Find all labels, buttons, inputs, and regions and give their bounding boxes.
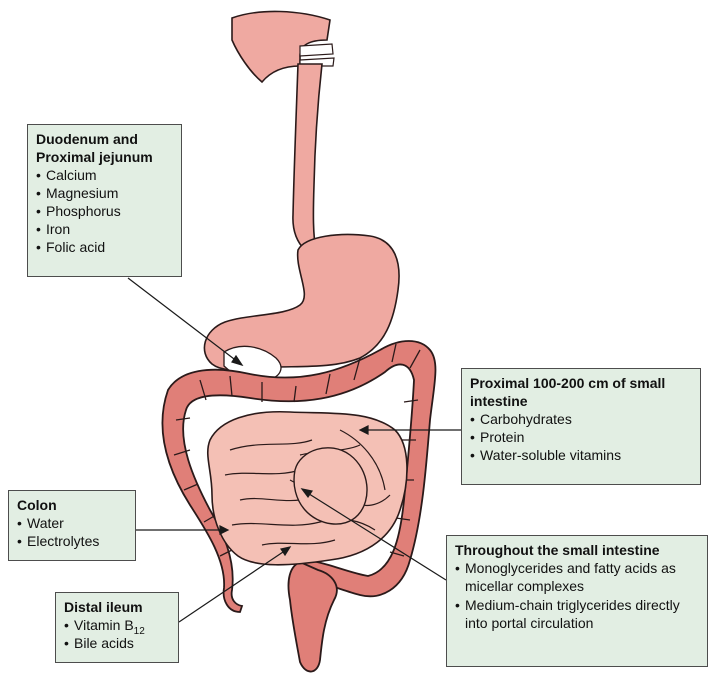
list-item: Magnesium <box>36 184 173 202</box>
list-item: Calcium <box>36 166 173 184</box>
list-item: Folic acid <box>36 238 173 256</box>
list-item: Iron <box>36 220 173 238</box>
tongue <box>299 43 335 67</box>
callout-distal-title: Distal ileum <box>64 599 143 615</box>
list-item: Phosphorus <box>36 202 173 220</box>
callout-duodenum-list: Calcium Magnesium Phosphorus Iron Folic … <box>36 166 173 256</box>
colon <box>161 340 437 613</box>
callout-duodenum: Duodenum and Proximal jejunum Calcium Ma… <box>27 124 182 277</box>
callout-colon-title: Colon <box>17 497 57 513</box>
list-item: Monoglycerides and fatty acids as micell… <box>455 559 699 595</box>
list-item: Electrolytes <box>17 532 127 550</box>
esophagus <box>292 63 323 251</box>
jejunum-loop <box>293 447 368 525</box>
callout-distal-list: Vitamin B12 Bile acids <box>64 616 170 652</box>
list-item: Water <box>17 514 127 532</box>
callout-colon-list: Water Electrolytes <box>17 514 127 550</box>
list-item: Carbohydrates <box>470 410 692 428</box>
callout-proximal-list: Carbohydrates Protein Water-soluble vita… <box>470 410 692 464</box>
callout-distal-ileum: Distal ileum Vitamin B12 Bile acids <box>55 592 179 663</box>
list-item: Water-soluble vitamins <box>470 446 692 464</box>
list-item-vitamin-b12: Vitamin B12 <box>64 616 170 637</box>
callout-throughout-small-intestine: Throughout the small intestine Monoglyce… <box>446 535 708 667</box>
callout-duodenum-title: Duodenum and Proximal jejunum <box>36 131 153 165</box>
callout-proximal-intestine: Proximal 100-200 cm of small intestine C… <box>461 368 701 485</box>
vitamin-b12-subscript: 12 <box>133 625 145 637</box>
rectum <box>287 561 338 673</box>
callout-throughout-title: Throughout the small intestine <box>455 542 660 558</box>
leader-lines <box>127 277 461 623</box>
list-item: Protein <box>470 428 692 446</box>
vitamin-b12-text: Vitamin B <box>74 617 134 633</box>
callout-colon: Colon Water Electrolytes <box>8 490 136 561</box>
callout-proximal-title: Proximal 100-200 cm of small intestine <box>470 375 666 409</box>
list-item: Medium-chain triglycerides directly into… <box>455 596 699 632</box>
list-item: Bile acids <box>64 634 170 652</box>
callout-throughout-list: Monoglycerides and fatty acids as micell… <box>455 559 699 632</box>
